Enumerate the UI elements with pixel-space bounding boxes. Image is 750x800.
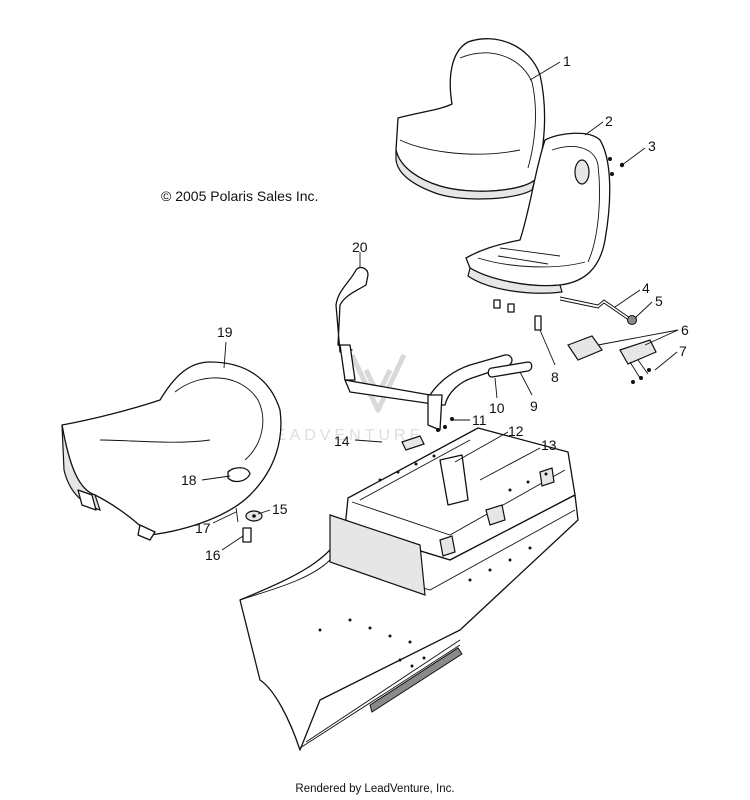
part-10-bar <box>487 361 533 378</box>
callout-20: 20 <box>352 239 368 255</box>
callout-3: 3 <box>648 138 656 154</box>
part-7-bolts <box>631 368 651 384</box>
callout-6: 6 <box>681 322 689 338</box>
watermark-logo: LEADVENTURE <box>262 353 424 444</box>
part-6-latch-brackets <box>567 335 657 379</box>
watermark-text: LEADVENTURE <box>262 427 424 444</box>
callout-11: 11 <box>472 412 487 428</box>
callout-16: 16 <box>205 547 221 563</box>
part-2-seat-base <box>465 132 611 294</box>
callout-labels: 1 2 3 4 5 6 7 8 9 10 11 12 13 14 15 16 1… <box>181 53 689 563</box>
part-1-seat-cushion <box>395 38 546 200</box>
chassis-tunnel <box>239 427 579 751</box>
callout-15: 15 <box>272 501 288 517</box>
render-credit: Rendered by LeadVenture, Inc. <box>295 783 455 795</box>
callout-9: 9 <box>530 398 538 414</box>
callout-8: 8 <box>551 369 559 385</box>
callout-13: 13 <box>541 437 557 453</box>
part-5-spring <box>627 315 637 325</box>
callout-7: 7 <box>679 343 687 359</box>
part-20-grab-bar <box>335 266 513 431</box>
part-8-pins <box>493 299 542 331</box>
part-17-clip <box>235 507 239 523</box>
chassis-rivets <box>318 454 548 668</box>
callout-14: 14 <box>334 433 350 449</box>
callout-19: 19 <box>217 324 233 340</box>
callout-17: 17 <box>195 520 211 536</box>
part-18-emblem <box>227 467 251 483</box>
callout-2: 2 <box>605 113 613 129</box>
callout-5: 5 <box>655 293 663 309</box>
part-15-grommet <box>245 510 263 522</box>
callout-4: 4 <box>642 280 650 296</box>
part-3-screws <box>608 157 625 176</box>
part-4-rod <box>559 296 631 322</box>
part-11-bolts <box>436 417 454 432</box>
callout-12: 12 <box>508 423 524 439</box>
leader-lines <box>201 61 679 551</box>
callout-18: 18 <box>181 472 197 488</box>
part-19-rear-seat <box>61 361 282 541</box>
callout-10: 10 <box>489 400 505 416</box>
callout-1: 1 <box>563 53 571 69</box>
copyright-notice: © 2005 Polaris Sales Inc. <box>161 188 319 204</box>
part-16-pin <box>242 527 252 543</box>
